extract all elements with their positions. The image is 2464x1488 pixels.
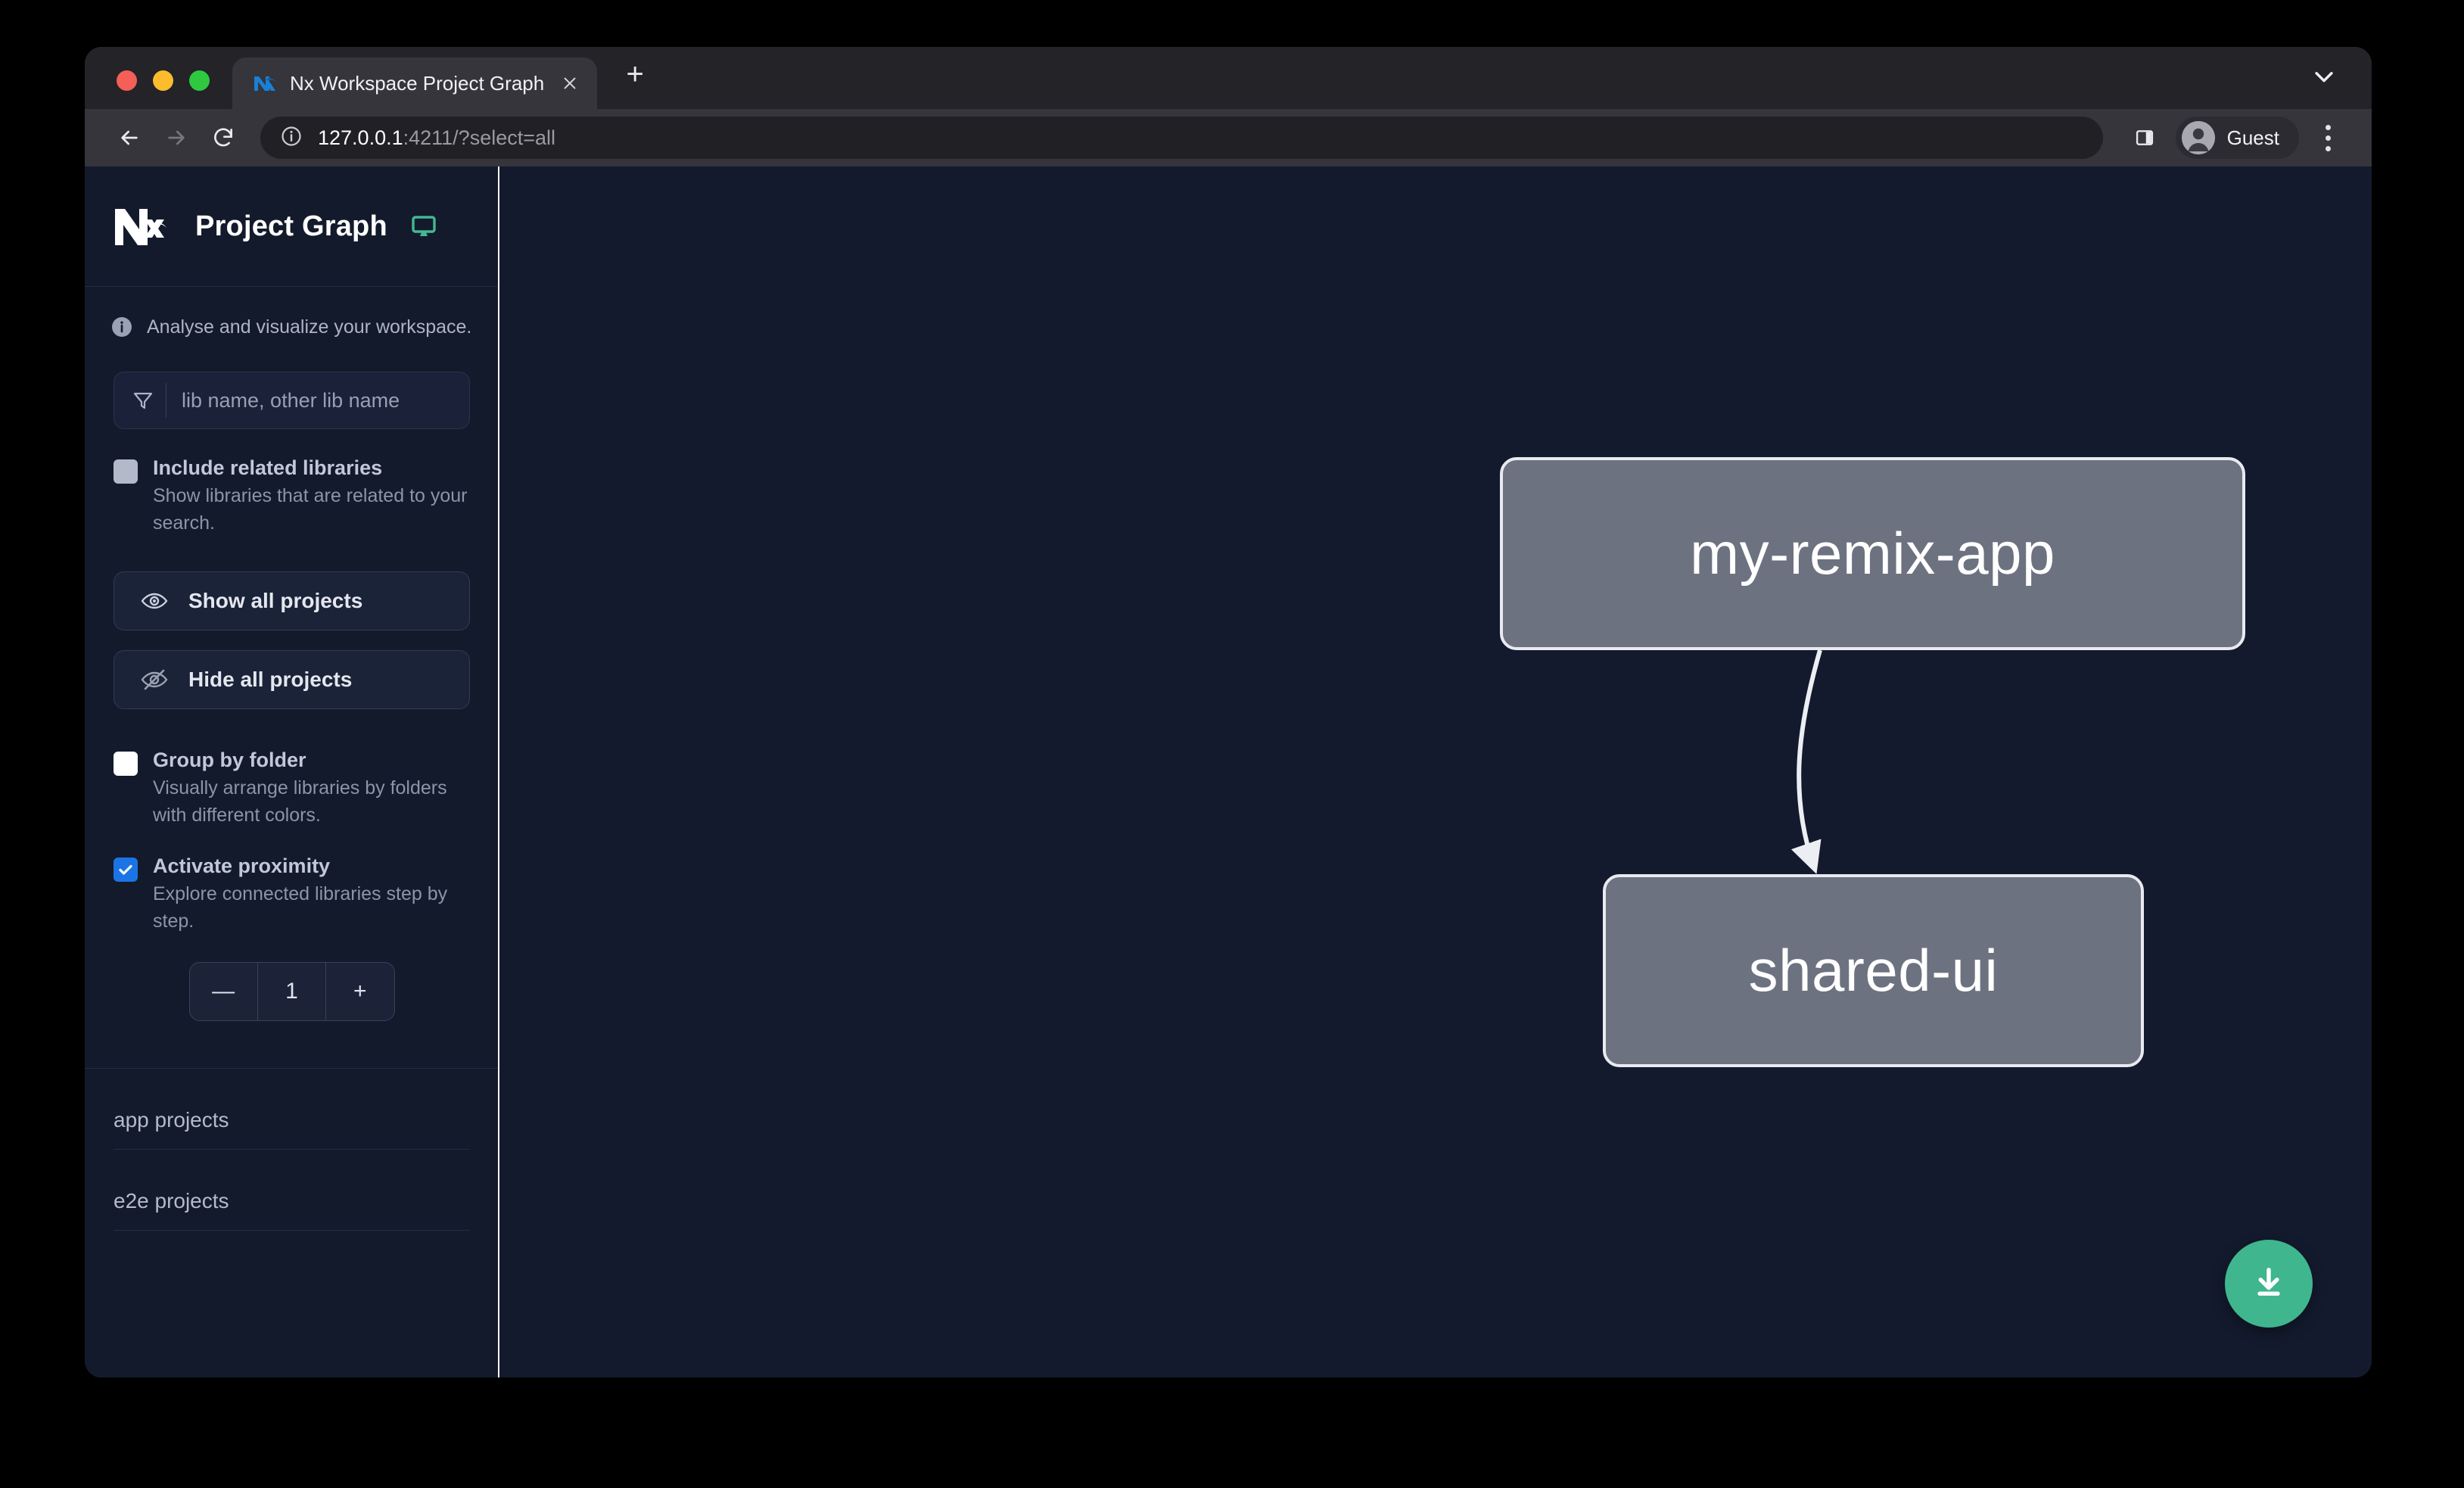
- option-label: Include related libraries: [153, 456, 383, 479]
- project-group-label: e2e projects: [114, 1189, 229, 1213]
- side-panel-icon[interactable]: [2121, 114, 2168, 161]
- sidebar: Project Graph Analyse and visual: [85, 167, 520, 1377]
- download-graph-button[interactable]: [2225, 1240, 2313, 1328]
- option-label: Activate proximity: [153, 855, 331, 877]
- tab-strip: Nx Workspace Project Graph +: [85, 47, 2372, 109]
- close-window-button[interactable]: [117, 70, 137, 91]
- checkbox-include-related-libraries[interactable]: [114, 459, 138, 484]
- search-input[interactable]: lib name, other lib name: [114, 372, 470, 429]
- stepper-increment-button[interactable]: +: [353, 979, 367, 1004]
- sidebar-header: Project Graph: [85, 167, 499, 287]
- nx-logo-icon: [114, 206, 173, 247]
- option-text-group: Include related libraries Show libraries…: [153, 456, 470, 537]
- option-label: Group by folder: [153, 749, 306, 771]
- sidebar-item-app-projects[interactable]: app projects: [114, 1069, 470, 1150]
- chevron-down-icon[interactable]: [2311, 64, 2337, 89]
- sidebar-divider: [85, 1068, 499, 1069]
- option-description: Explore connected libraries step by step…: [153, 883, 448, 932]
- option-include-related-libraries[interactable]: Include related libraries Show libraries…: [114, 456, 470, 537]
- sidebar-subtitle-row: Analyse and visualize your workspace.: [85, 287, 499, 338]
- graph-canvas[interactable]: my-remix-app shared-ui: [499, 167, 2372, 1377]
- page-title: Project Graph: [195, 210, 387, 242]
- download-icon: [2249, 1262, 2288, 1306]
- eye-icon: [140, 587, 169, 615]
- arrow-left-icon[interactable]: [106, 114, 153, 161]
- new-tab-button[interactable]: +: [626, 58, 644, 91]
- address-bar[interactable]: 127.0.0.1:4211/?select=all: [260, 117, 2103, 159]
- proximity-stepper[interactable]: — 1 +: [188, 962, 395, 1021]
- sidebar-body: lib name, other lib name Include related…: [85, 338, 499, 1021]
- info-circle-icon: [110, 316, 133, 338]
- window-controls: [85, 70, 210, 109]
- eye-slash-icon: [140, 665, 169, 694]
- graph-edges: [1790, 649, 1822, 874]
- monitor-icon[interactable]: [410, 213, 437, 240]
- option-text-group: Group by folder Visually arrange librari…: [153, 749, 470, 829]
- close-icon[interactable]: [556, 70, 583, 97]
- checkbox-group-by-folder[interactable]: [114, 752, 138, 776]
- graph-node-my-remix-app[interactable]: my-remix-app: [1500, 457, 2245, 650]
- graph-edge-my-remix-app-to-shared-ui: [1790, 649, 1822, 874]
- user-avatar-icon: [2181, 121, 2215, 154]
- option-description: Show libraries that are related to your …: [153, 485, 468, 534]
- browser-window: Nx Workspace Project Graph +: [85, 47, 2372, 1377]
- option-description: Visually arrange libraries by folders wi…: [153, 777, 447, 826]
- app-viewport: Project Graph Analyse and visual: [85, 167, 2372, 1377]
- sidebar-item-e2e-projects[interactable]: e2e projects: [114, 1150, 470, 1231]
- option-group-by-folder[interactable]: Group by folder Visually arrange librari…: [114, 749, 470, 829]
- option-text-group: Activate proximity Explore connected lib…: [153, 855, 470, 935]
- kebab-menu-icon[interactable]: [2307, 115, 2349, 160]
- reload-icon[interactable]: [200, 114, 247, 161]
- profile-button[interactable]: Guest: [2175, 117, 2299, 159]
- maximize-window-button[interactable]: [189, 70, 210, 91]
- tab-title: Nx Workspace Project Graph: [290, 71, 545, 95]
- browser-tab[interactable]: Nx Workspace Project Graph: [232, 58, 598, 109]
- funnel-icon: [131, 388, 155, 412]
- show-all-projects-button[interactable]: Show all projects: [114, 571, 470, 630]
- nx-favicon-icon: [252, 70, 278, 96]
- project-group-label: app projects: [114, 1108, 229, 1132]
- checkbox-activate-proximity[interactable]: [114, 858, 138, 882]
- info-circle-icon[interactable]: [280, 125, 303, 151]
- arrow-right-icon[interactable]: [153, 114, 200, 161]
- profile-name: Guest: [2226, 126, 2279, 149]
- hide-all-projects-label: Hide all projects: [188, 668, 353, 691]
- url-path: :4211/?select=all: [403, 126, 556, 149]
- url-host: 127.0.0.1: [318, 126, 403, 149]
- minimize-window-button[interactable]: [153, 70, 173, 91]
- sidebar-subtitle: Analyse and visualize your workspace.: [147, 316, 472, 338]
- option-activate-proximity[interactable]: Activate proximity Explore connected lib…: [114, 855, 470, 935]
- graph-node-label: shared-ui: [1748, 937, 1999, 1004]
- address-bar-text: 127.0.0.1:4211/?select=all: [318, 126, 555, 150]
- project-list-section: app projects e2e projects: [85, 1069, 499, 1231]
- toolbar-actions: Guest: [2121, 114, 2349, 161]
- stepper-value: 1: [257, 963, 327, 1020]
- browser-toolbar: 127.0.0.1:4211/?select=all Guest: [85, 109, 2372, 167]
- show-all-projects-label: Show all projects: [188, 589, 363, 612]
- search-input-placeholder: lib name, other lib name: [182, 388, 400, 412]
- graph-node-shared-ui[interactable]: shared-ui: [1603, 874, 2144, 1067]
- graph-node-label: my-remix-app: [1690, 520, 2055, 587]
- hide-all-projects-button[interactable]: Hide all projects: [114, 650, 470, 709]
- stepper-decrement-button[interactable]: —: [212, 979, 235, 1004]
